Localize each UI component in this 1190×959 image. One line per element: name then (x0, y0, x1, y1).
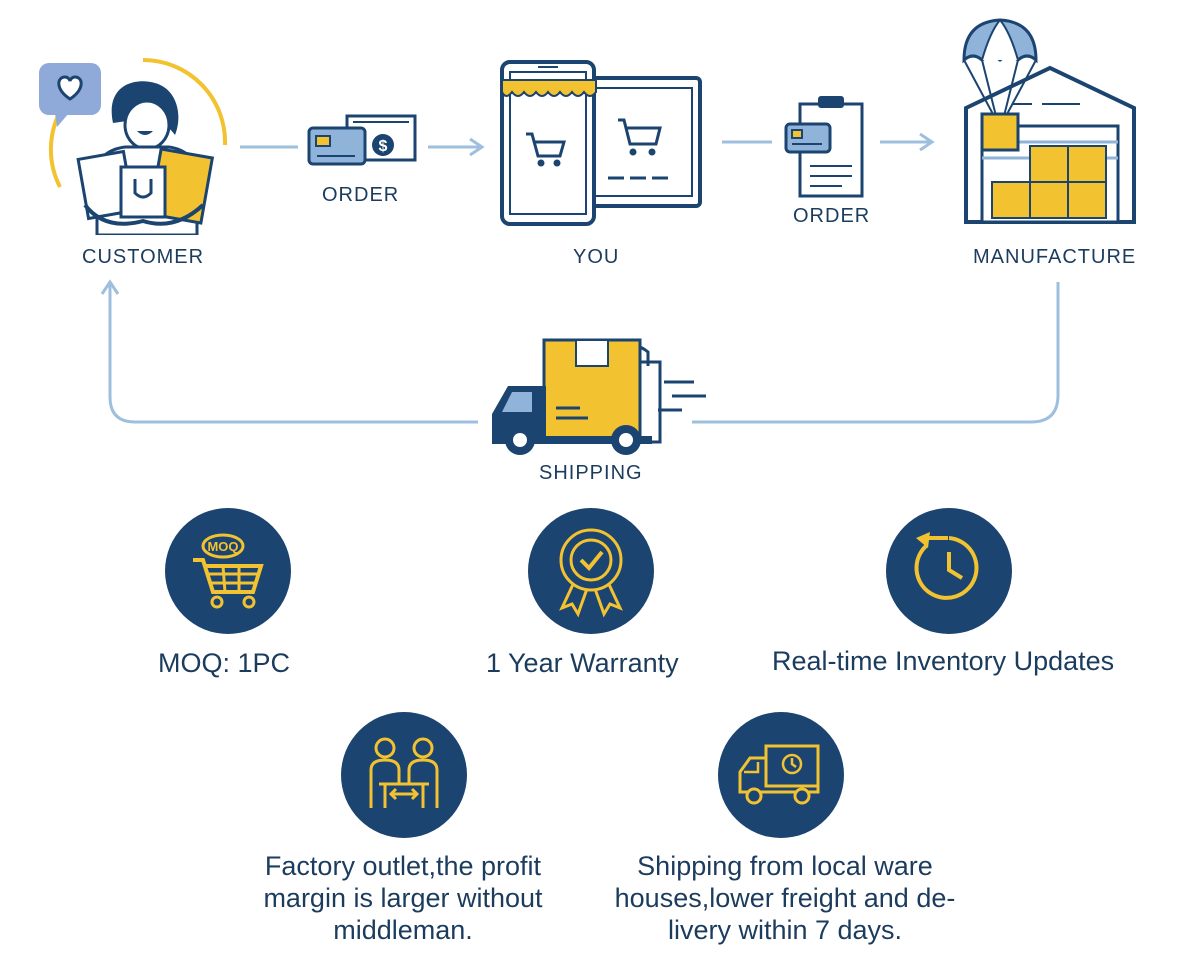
factory-label: Factory outlet,the profit margin is larg… (263, 851, 543, 945)
flow-connectors (100, 132, 1060, 424)
you-label: YOU (573, 246, 620, 268)
customer-label: CUSTOMER (82, 246, 205, 268)
shipping-label: SHIPPING (539, 462, 643, 484)
moq-feature-circle: MOQ (165, 508, 291, 634)
warranty-feature-circle (528, 508, 654, 634)
warranty-ribbon-icon (559, 528, 623, 618)
moq-badge-text: MOQ (207, 539, 238, 554)
shipping-feature-circle (718, 712, 844, 838)
payment-card-cash-icon: $ (307, 114, 417, 166)
customer-illustration (39, 58, 228, 235)
online-store-devices-icon (500, 60, 702, 226)
people-exchange-icon (369, 737, 439, 808)
order-label-2: ORDER (793, 205, 871, 227)
clock-refresh-icon (914, 532, 979, 600)
manufacture-label: MANUFACTURE (973, 246, 1137, 268)
local-shipping-label: Shipping from local ware houses,lower fr… (614, 851, 956, 945)
inventory-label: Real-time Inventory Updates (772, 646, 1115, 676)
moq-cart-icon: MOQ (193, 533, 264, 609)
shipping-truck-icon (492, 338, 706, 455)
factory-feature-circle (341, 712, 467, 838)
warehouse-parachute-icon (962, 18, 1136, 224)
svg-text:$: $ (379, 138, 388, 155)
inventory-feature-circle (886, 508, 1012, 634)
order-label-1: ORDER (322, 184, 400, 206)
order-clipboard-icon (784, 96, 864, 198)
moq-label: MOQ: 1PC (158, 648, 291, 678)
delivery-truck-icon (738, 744, 820, 805)
warranty-label: 1 Year Warranty (486, 648, 679, 678)
